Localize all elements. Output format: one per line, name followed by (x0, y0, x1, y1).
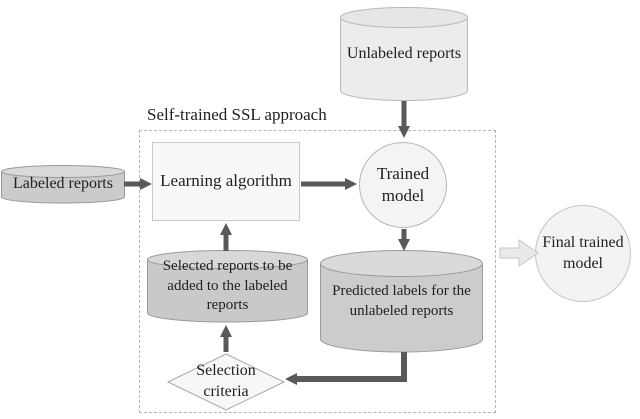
diamond-shape (167, 353, 285, 411)
arrow-learning-to-trained (301, 178, 357, 190)
arrow-criteria-to-selected (220, 325, 232, 352)
arrow-unlabeled-to-trained (398, 101, 410, 138)
cylinder-shape (320, 250, 483, 353)
arrow-trained-to-predicted (398, 229, 410, 251)
diagram-title: Self-trained SSL approach (147, 105, 327, 124)
arrow-labeled-to-learning (124, 178, 152, 190)
ssl-dashed-box (139, 130, 496, 413)
cylinder-shape (340, 7, 468, 101)
arrow-selected-to-learning (220, 223, 232, 251)
cylinder-shape (147, 250, 308, 323)
cylinder-shape (1, 165, 125, 204)
final-model-block-arrow (499, 239, 539, 267)
arrow-predicted-to-criteria (285, 352, 407, 385)
